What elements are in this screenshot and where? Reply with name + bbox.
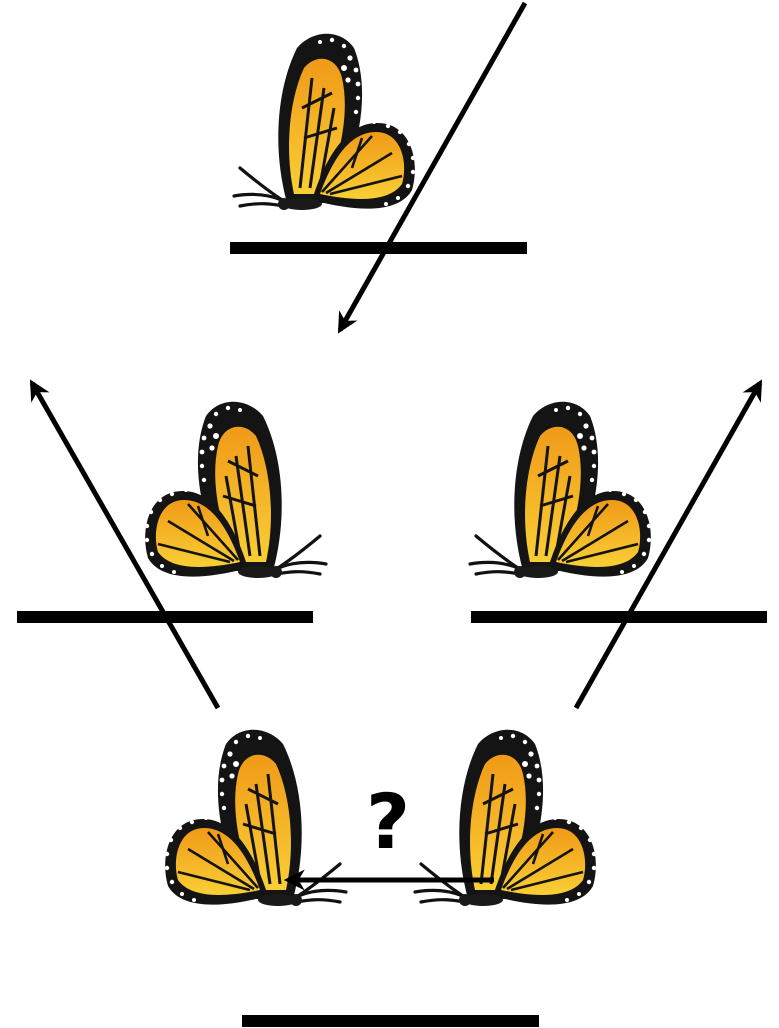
surface-bar-bottom [242, 1015, 539, 1027]
surface-bar-middle-right [471, 611, 767, 623]
surface-bar-top [230, 242, 527, 254]
butterfly-top [232, 32, 417, 212]
arrow-incoming-down-left [337, 1, 528, 334]
butterfly-middle-left [143, 400, 328, 580]
butterfly-middle-right [468, 400, 653, 580]
question-mark-label: ? [366, 777, 410, 866]
arrow-outgoing-up-right [573, 379, 763, 710]
arrow-outgoing-up-left [29, 379, 221, 710]
